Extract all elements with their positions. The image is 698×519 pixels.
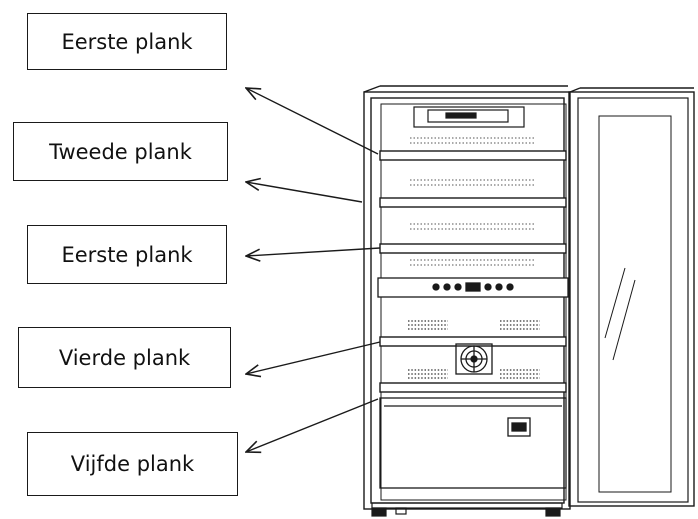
vent-blocks-lower (408, 320, 540, 379)
label-text: Eerste plank (61, 29, 193, 54)
vent-rows-upper (410, 137, 536, 266)
label-fifth-shelf: Vijfde plank (27, 432, 238, 496)
shelf-1 (379, 150, 567, 161)
shelf-3 (379, 243, 567, 254)
arrow-fourth-shelf (246, 341, 381, 374)
arrow-second-shelf (246, 182, 363, 203)
label-text: Vierde plank (58, 345, 191, 370)
arrow-third-shelf (246, 247, 381, 256)
label-fourth-shelf: Vierde plank (18, 327, 231, 388)
arrow-first-shelf (246, 88, 379, 155)
label-text: Tweede plank (49, 139, 192, 164)
pointer-arrows (246, 88, 381, 452)
bottom-drawer (379, 397, 567, 489)
label-first-shelf: Eerste plank (27, 13, 227, 70)
cabinet-base (371, 502, 563, 517)
label-text: Eerste plank (61, 242, 193, 267)
label-text: Vijfde plank (70, 452, 195, 476)
top-control-unit (413, 106, 525, 128)
fan-icon (455, 343, 493, 375)
label-second-shelf: Tweede plank (13, 122, 228, 181)
middle-control-panel (377, 277, 569, 298)
shelf-5 (379, 382, 567, 393)
glass-door (568, 87, 695, 507)
shelf-2 (379, 197, 567, 208)
arrow-fifth-shelf (246, 398, 379, 452)
label-third-shelf: Eerste plank (27, 225, 227, 284)
shelves (379, 150, 567, 393)
